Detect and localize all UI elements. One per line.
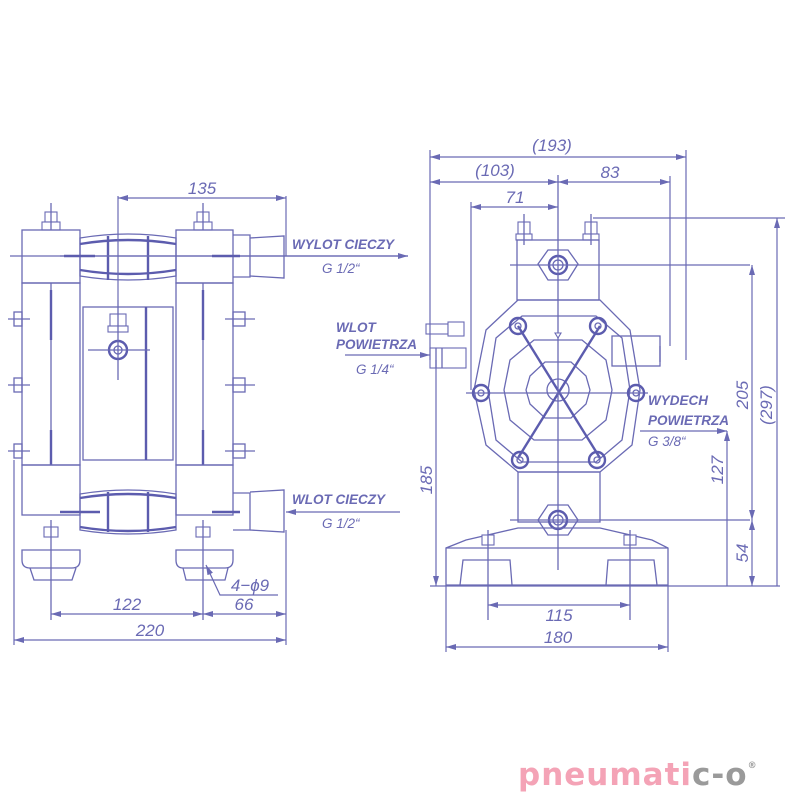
dim-71: 71 <box>506 188 525 207</box>
dim-66: 66 <box>235 595 254 614</box>
front-view: (193) (103) 83 71 115 180 185 (297) 205 … <box>336 136 785 652</box>
chamber-right <box>175 282 234 466</box>
bottom-manifold-front <box>517 471 601 523</box>
dim-220: 220 <box>135 621 165 640</box>
dim-54: 54 <box>733 544 752 563</box>
side-view: 135 122 66 220 4−ϕ9 WYLOT CIECZY G 1/2“ … <box>8 179 408 645</box>
top-bolt-left <box>41 203 61 231</box>
dim-103: (103) <box>475 161 515 180</box>
air-valve-side <box>88 300 150 380</box>
exhaust-thread: G 3/8“ <box>648 434 687 449</box>
top-manifold-tube <box>79 233 177 281</box>
bottom-manifold-left <box>21 464 81 516</box>
top-bolts-front <box>515 214 600 245</box>
logo-text-pink: pneumati <box>518 757 693 793</box>
inlet-thread-label: G 1/2“ <box>322 516 361 531</box>
feet-side <box>21 520 234 620</box>
bottom-manifold-tube <box>79 489 177 535</box>
center-body <box>82 306 174 461</box>
dim-122: 122 <box>113 595 142 614</box>
exhaust-label-2: POWIETRZA <box>648 413 729 428</box>
logo-text-grey: c-o <box>692 757 748 793</box>
outlet-nut <box>537 249 579 281</box>
dim-205: 205 <box>733 380 752 410</box>
side-bolts <box>8 311 255 459</box>
exhaust-port <box>611 335 661 367</box>
dim-185: 185 <box>417 465 436 494</box>
outlet-label: WYLOT CIECZY <box>292 237 396 252</box>
dim-135: 135 <box>188 179 217 198</box>
bottom-manifold-right <box>175 464 234 516</box>
exhaust-label-1: WYDECH <box>648 393 708 408</box>
air-inlet-thread: G 1/4“ <box>356 362 395 377</box>
dim-127: 127 <box>708 455 727 484</box>
dim-193: (193) <box>532 136 572 155</box>
inlet-fitting <box>233 492 251 531</box>
dim-297: (297) <box>757 385 776 425</box>
outlet-thread-label: G 1/2“ <box>322 261 361 276</box>
air-inlet-label-1: WLOT <box>336 320 377 335</box>
air-inlet-valve <box>425 321 467 369</box>
brand-logo: pneumatic-o® <box>518 760 758 791</box>
air-inlet-label-2: POWIETRZA <box>336 337 417 352</box>
dim-115: 115 <box>545 606 573 625</box>
mounting-holes-label: 4−ϕ9 <box>231 576 270 595</box>
registered-mark: ® <box>747 761 758 771</box>
dim-83: 83 <box>601 163 620 182</box>
body-bolts <box>471 316 646 470</box>
inlet-label: WLOT CIECZY <box>292 492 387 507</box>
dim-180: 180 <box>544 628 573 647</box>
top-bolt-right <box>193 203 213 231</box>
